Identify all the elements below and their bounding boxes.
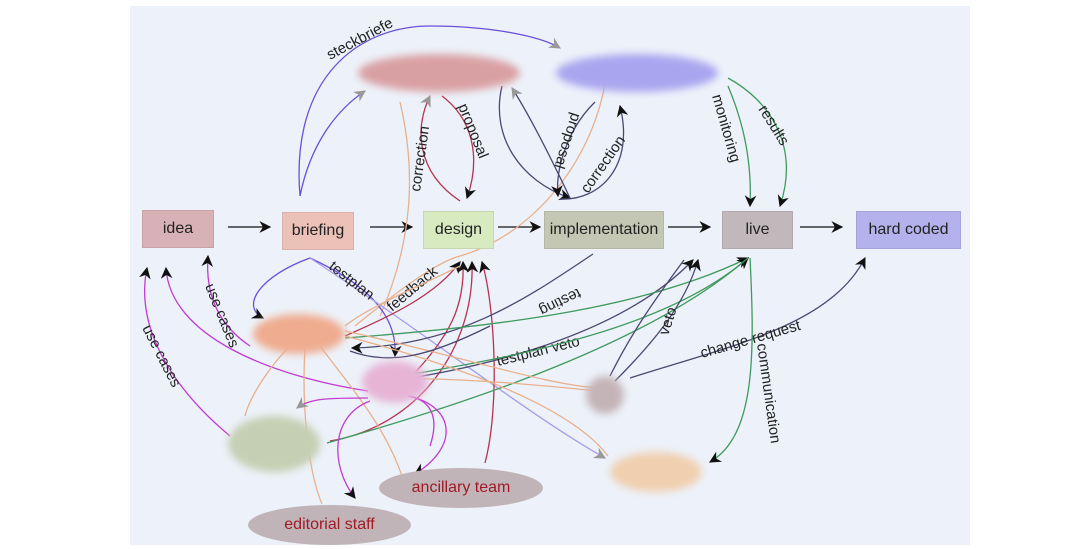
edge-briefing-peach-lavender [309,257,607,459]
edge-peach-1 [344,265,461,327]
label-correction-1: correction [407,125,433,193]
edge-pink-idea [160,266,369,392]
edge-pink-editorial [337,400,371,499]
label-use-cases-2: use cases [201,281,242,350]
edges-layer: steckbriefe correction proposal proposal… [138,14,866,505]
edge-steckbriefe [298,25,562,197]
label-monitoring: monitoring [708,92,744,164]
label-results: results [755,102,793,148]
edge-feedback [344,261,461,337]
node-briefing[interactable]: briefing [282,212,354,250]
node-hard-coded[interactable]: hard coded [856,211,961,249]
node-hard-coded-label: hard coded [868,221,949,238]
node-blurred-top-right[interactable] [556,54,718,92]
edge-peach-diagonal [354,83,606,327]
node-implementation-label: implementation [549,221,659,238]
edge-peach-6 [319,345,403,477]
edge-pink-ancillary [407,395,447,475]
edge-change-request [629,256,866,379]
node-editorial-staff[interactable]: editorial staff [248,505,411,545]
label-testplan: testplan [326,258,378,304]
label-use-cases-1: use cases [138,322,184,390]
edge-briefing-blurred-top-left [299,90,366,197]
edge-gray-impl [609,259,685,377]
label-veto: veto [656,305,681,337]
edge-briefing-qa [250,257,311,319]
label-correction-2: correction [577,133,629,197]
node-editorial-staff-label: editorial staff [284,516,375,533]
edge-green-qa-live [344,257,750,339]
edge-peach-3 [344,335,609,457]
node-design-label: design [434,221,483,238]
edge-crimson-3 [479,260,495,464]
edge-peach-4 [244,345,291,417]
edge-correction-2 [559,104,629,200]
label-steckbriefe: steckbriefe [324,14,396,63]
edge-green-green-live [326,257,749,444]
edge-veto [614,258,701,382]
node-idea-label: idea [162,220,194,237]
edge-results [727,77,789,208]
edge-pink-green [296,396,369,409]
node-ancillary-team[interactable]: ancillary team [379,468,543,508]
edge-peach-vertical [379,101,411,317]
node-blurred-gray[interactable] [586,376,624,414]
edge-monitoring [727,85,757,208]
edge-use-cases-qa-idea [201,254,251,347]
label-communication: communication [753,342,784,444]
edge-communication [708,257,753,463]
edge-green-pink-live [369,257,749,382]
edge-navy-pink-qa [349,325,491,359]
edge-use-cases-green-idea [139,266,231,437]
edge-navy-loop-b [511,87,571,199]
edge-correction-1 [420,94,461,202]
label-proposal-1: proposal [454,101,491,161]
node-implementation[interactable]: implementation [544,211,664,249]
node-idea[interactable]: idea [142,210,214,248]
edge-proposal-2 [551,101,596,198]
node-ancillary-team-label: ancillary team [411,479,511,496]
edge-ancillary-pink [409,395,435,447]
node-blurred-green[interactable] [228,416,320,472]
node-blurred-pink[interactable] [362,361,428,403]
node-briefing-label: briefing [291,222,345,239]
edge-proposal-1 [441,95,477,200]
edge-crimson-1 [409,260,470,379]
diagram-canvas: steckbriefe correction proposal proposal… [130,6,970,545]
node-blurred-top-left[interactable] [358,54,520,92]
edge-testing [350,253,594,354]
edge-peach-2 [344,330,601,389]
node-blurred-peach[interactable] [610,452,702,492]
label-proposal-2: proposal [550,111,584,171]
label-testplan-veto: testplan veto [495,333,582,370]
node-design[interactable]: design [423,211,494,249]
node-blurred-qa[interactable] [253,314,345,354]
node-live-label: live [745,221,770,238]
edge-testplan [309,257,402,358]
node-live[interactable]: live [722,211,793,249]
